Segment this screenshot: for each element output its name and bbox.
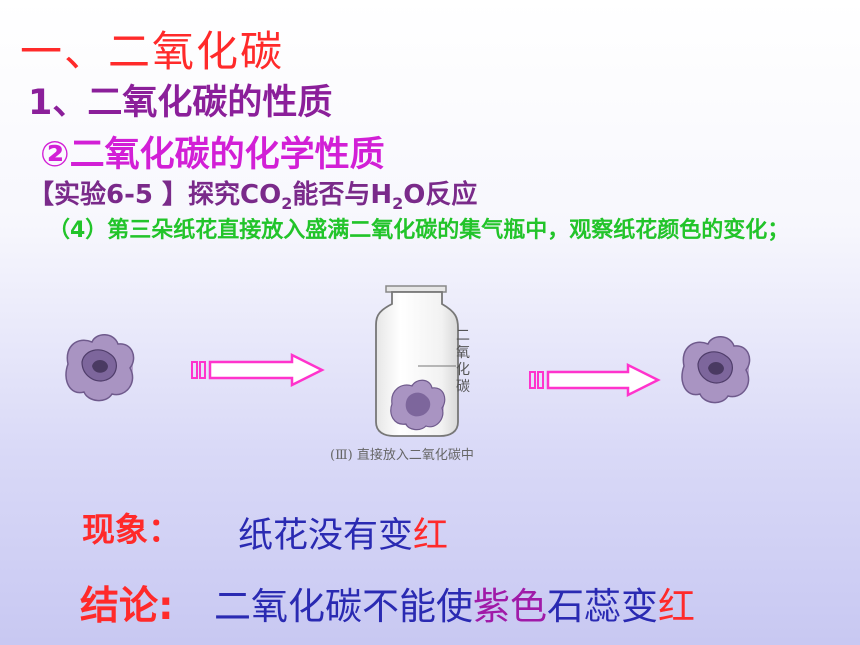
- conclusion-part-a: 二氧化碳不能使: [214, 585, 473, 628]
- experiment-prefix: 【实验6-5 】探究CO: [28, 180, 282, 210]
- conclusion-label: 结论:: [80, 584, 174, 629]
- conclusion-purple: 紫色: [473, 585, 547, 628]
- experiment-heading: 【实验6-5 】探究CO2能否与H2O反应: [28, 174, 477, 213]
- conclusion-red: 红: [658, 585, 695, 628]
- step-instruction: （4）第三朵纸花直接放入盛满二氧化碳的集气瓶中，观察纸花颜色的变化；: [48, 218, 790, 243]
- flower-right-icon: [681, 336, 751, 404]
- figure-caption: (Ⅲ) 直接放入二氧化碳中: [330, 448, 474, 463]
- gas-jar-icon: [375, 285, 459, 437]
- gas-label: 二氧化碳: [456, 328, 470, 395]
- experiment-suffix: O反应: [403, 180, 478, 210]
- slide-title: 一、二氧化碳: [20, 27, 285, 76]
- conclusion-part-b: 石蕊变: [547, 585, 658, 628]
- arrow-right-icon: [191, 352, 325, 388]
- conclusion-text: 二氧化碳不能使紫色石蕊变红: [214, 576, 695, 630]
- arrow-right-icon: [529, 362, 661, 398]
- section-heading: 1、二氧化碳的性质: [28, 83, 333, 123]
- phenomenon-text: 纸花没有变红: [238, 507, 448, 558]
- phenomenon-label: 现象：: [82, 510, 181, 549]
- subsection-heading: ②二氧化碳的化学性质: [40, 135, 385, 175]
- experiment-sub2: 2: [392, 194, 404, 214]
- phenomenon-main: 纸花没有变: [238, 516, 414, 556]
- phenomenon-red: 红: [413, 516, 449, 556]
- experiment-sub1: 2: [281, 194, 293, 214]
- experiment-figure: [65, 285, 751, 437]
- flower-left-icon: [65, 334, 135, 402]
- experiment-mid: 能否与H: [292, 180, 393, 210]
